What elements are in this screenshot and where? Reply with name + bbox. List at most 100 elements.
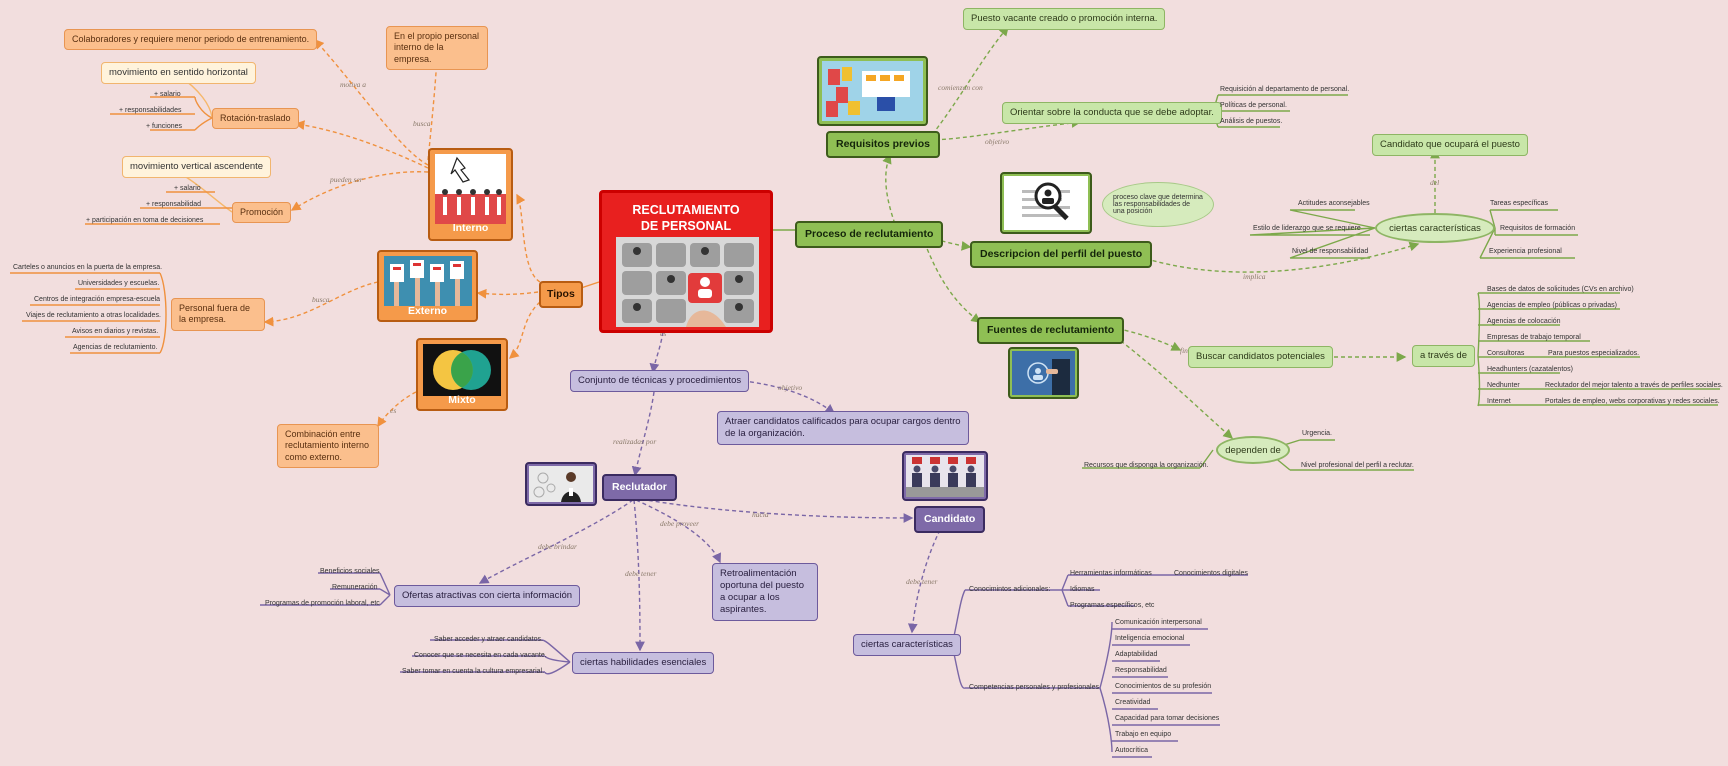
link-label-es: es (660, 329, 667, 338)
externo-node[interactable]: Externo (377, 250, 478, 322)
link-label-comienzan: comienzan con (938, 83, 983, 92)
fuentes-node[interactable]: Fuentes de reclutamiento (977, 317, 1125, 345)
link-label-objetivo-conjunto: objetivo (778, 383, 803, 392)
fuentes-source-detail: Reclutador del mejor talento a través de… (1545, 382, 1723, 389)
fuentes-source: Nedhunter (1487, 382, 1520, 389)
externo-item: Centros de integración empresa-escuela (34, 296, 161, 303)
link-label-debe-brindar: debe brindar (538, 542, 577, 551)
conocimientos-item: Herramientas informáticas (1070, 570, 1152, 577)
fuentes-source: Agencias de empleo (públicas o privadas) (1487, 302, 1617, 309)
ofertas-node[interactable]: Ofertas atractivas con cierta informació… (394, 585, 581, 607)
promocion-node[interactable]: Promoción (232, 202, 292, 224)
proceso-node[interactable]: Proceso de reclutamiento (795, 221, 944, 249)
conocimientos-item: Idiomas (1070, 586, 1095, 593)
recruiter-woman-image (529, 466, 593, 502)
fuentes-image (1008, 347, 1079, 399)
dependen-item: Nivel profesional del perfil a reclutar. (1301, 462, 1414, 469)
venn-diagram-image (423, 344, 501, 396)
fuentes-source: Internet (1487, 398, 1511, 405)
tipos-node[interactable]: Tipos (539, 281, 583, 309)
requisitos-comienzan-node[interactable]: Puesto vacante creado o promoción intern… (963, 8, 1166, 30)
interno-motiva-node[interactable]: Colaboradores y requiere menor periodo d… (64, 29, 318, 51)
promocion-item: + participación en toma de decisiones (86, 217, 204, 224)
rotacion-item: + funciones (146, 123, 182, 130)
rotacion-item: + responsabilidades (119, 107, 182, 114)
competencia-item: Creatividad (1115, 699, 1151, 706)
descripcion-node[interactable]: Descripcion del perfil del puesto (970, 241, 1153, 269)
habilidades-item: Saber tomar en cuenta la cultura empresa… (402, 668, 545, 675)
rotacion-desc[interactable]: movimiento en sentido horizontal (101, 62, 256, 84)
candidato-caracteristicas-node[interactable]: ciertas características (853, 634, 961, 656)
dependen-item: Urgencia. (1302, 430, 1332, 437)
dependen-node[interactable]: dependen de (1216, 436, 1290, 464)
requisitos-item: Análisis de puestos. (1220, 118, 1283, 125)
requisitos-item: Requisición al departamento de personal. (1220, 86, 1350, 93)
fuentes-source: Consultoras (1487, 350, 1525, 357)
rotacion-node[interactable]: Rotación-traslado (212, 108, 299, 130)
mixto-node[interactable]: Mixto (416, 338, 508, 411)
descripcion-left-item: Actitudes aconsejables (1298, 200, 1370, 207)
externo-label: Externo (407, 305, 448, 317)
link-label-busca: busca (413, 119, 431, 128)
descripcion-left-item: Estilo de liderazgo que se requiere (1253, 225, 1361, 232)
mixto-es-node[interactable]: Combinación entre reclutamiento interno … (277, 424, 379, 468)
fuentes-source-detail: Portales de empleo, webs corporativas y … (1545, 398, 1720, 405)
competencia-item: Conocimientos de su profesión (1115, 683, 1212, 690)
competencia-item: Adaptabilidad (1115, 651, 1158, 658)
requisitos-objetivo-node[interactable]: Orientar sobre la conducta que se debe a… (1002, 102, 1222, 124)
interno-node[interactable]: Interno (428, 148, 513, 241)
conocimientos-item: Programas específicos, etc (1070, 602, 1155, 609)
conjunto-node[interactable]: Conjunto de técnicas y procedimientos (570, 370, 750, 392)
interno-label: Interno (452, 222, 489, 234)
candidato-image (902, 451, 988, 501)
externo-item: Carteles o anuncios en la puerta de la e… (13, 264, 163, 271)
habilidades-item: Saber acceder y atraer candidatos. (434, 636, 543, 643)
link-label-debe-tener-candidato: debe tener (906, 577, 938, 586)
link-label-pueden-ser: pueden ser (330, 175, 363, 184)
job-board-image (822, 61, 923, 121)
descripcion-candidato-node[interactable]: Candidato que ocupará el puesto (1372, 134, 1528, 156)
conocimientos-label: Conocimintos adicionales: (969, 586, 1051, 593)
competencia-item: Autocrítica (1115, 747, 1149, 754)
rotacion-item: + salario (154, 91, 181, 98)
descripcion-right-item: Experiencia profesional (1489, 248, 1562, 255)
link-label-objetivo: objetivo (985, 137, 1010, 146)
reclutador-node[interactable]: Reclutador (602, 474, 677, 502)
fuentes-source: Headhunters (cazatalentos) (1487, 366, 1573, 373)
requisitos-node[interactable]: Requisitos previos (826, 131, 940, 159)
fuentes-source: Bases de datos de solicitudes (CVs en ar… (1487, 286, 1634, 293)
retro-node[interactable]: Retroalimentación oportuna del puesto a … (712, 563, 818, 621)
link-label-busca-externo: busca (312, 295, 330, 304)
ofertas-item: Programas de promoción laboral, etc (265, 600, 380, 607)
conjunto-objetivo-node[interactable]: Atraer candidatos calificados para ocupa… (717, 411, 969, 445)
competencia-item: Comunicación interpersonal (1115, 619, 1202, 626)
requisitos-item: Políticas de personal. (1220, 102, 1287, 109)
descripcion-left-item: Nivel de responsabilidad (1292, 248, 1369, 255)
resume-cards-image (384, 256, 472, 306)
link-label-es-mixto: es (390, 406, 397, 415)
ofertas-item: Beneficios sociales (320, 568, 380, 575)
externo-busca-node[interactable]: Personal fuera de la empresa. (171, 298, 265, 331)
conocimientos-subitem: Conocimientos digitales (1174, 570, 1248, 577)
magnifier-profile-image (1004, 176, 1088, 230)
promocion-desc[interactable]: movimiento vertical ascendente (122, 156, 272, 178)
atraves-node[interactable]: a través de (1412, 345, 1475, 367)
habilidades-node[interactable]: ciertas habilidades esenciales (572, 652, 715, 674)
habilidades-item: Conocer que se necesita en cada vacante. (414, 652, 547, 659)
descripcion-caracteristicas[interactable]: ciertas características (1375, 213, 1495, 243)
link-label-implica: implica (1243, 272, 1266, 281)
competencia-item: Capacidad para tomar decisiones (1115, 715, 1220, 722)
buscar-candidatos-node[interactable]: Buscar candidatos potenciales (1188, 346, 1333, 368)
link-label-del: del (1430, 178, 1440, 187)
descripcion-note[interactable]: proceso clave que determina las responsa… (1102, 182, 1214, 227)
candidato-node[interactable]: Candidato (914, 506, 986, 534)
fuentes-source-detail: Para puestos especializados. (1548, 350, 1640, 357)
interno-busca-node[interactable]: En el propio personal interno de la empr… (386, 26, 488, 70)
mixto-label: Mixto (448, 394, 476, 406)
competencia-item: Responsabilidad (1115, 667, 1167, 674)
externo-item: Universidades y escuelas. (78, 280, 160, 287)
link-label-hacia: hacia (752, 510, 769, 519)
